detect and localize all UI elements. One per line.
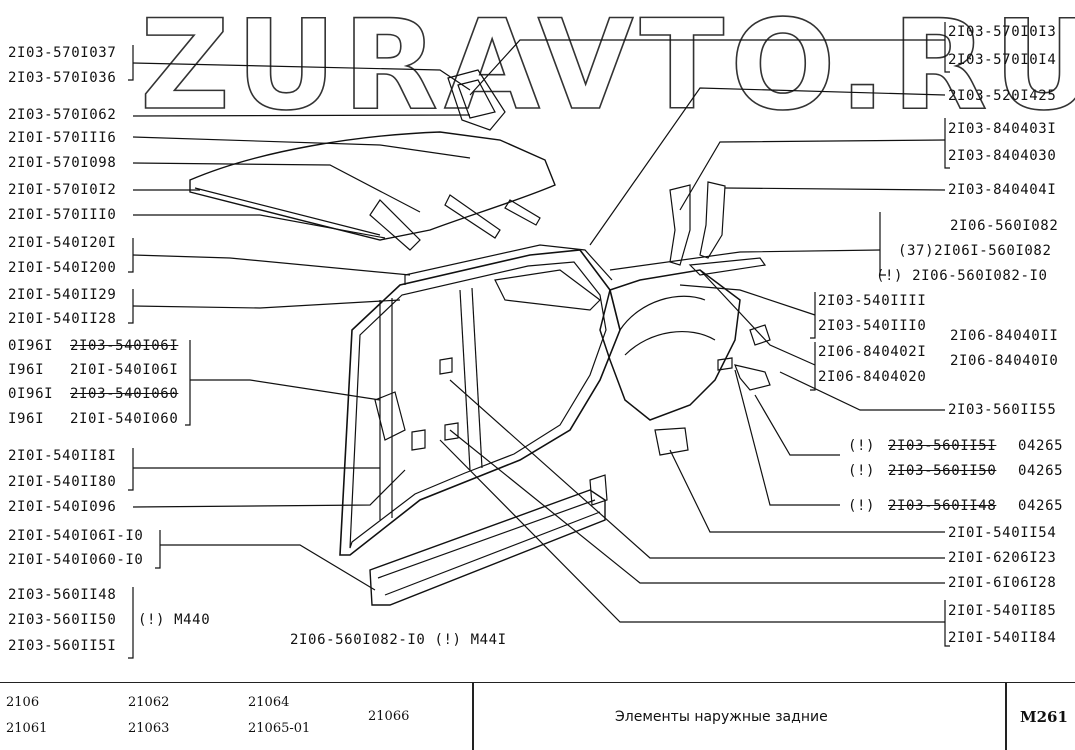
label-part-2101-6206123: 2I0I-6206I23 <box>948 550 1057 566</box>
label-prefix-row3: 0I96I <box>8 386 54 402</box>
footer-divider <box>1005 683 1007 750</box>
label-part-2101-5701116: 2I0I-570III6 <box>8 130 117 146</box>
watermark: ZURAVTO.RU <box>139 0 1075 138</box>
label-part-2101-5401060-10: 2I0I-540I060-I0 <box>8 552 144 568</box>
label-part-2103-5401110: 2I03-540III0 <box>818 318 927 334</box>
label-part-2103-8404031: 2I03-840403I <box>948 121 1057 137</box>
label-part-2101-5401185: 2I0I-540II85 <box>948 603 1057 619</box>
label-part-2103-5601155: 2I03-560II55 <box>948 402 1057 418</box>
label-part-2101-5401200: 2I0I-540I200 <box>8 260 117 276</box>
label-part-2103-8404030: 2I03-8404030 <box>948 148 1057 164</box>
footer-model: 21065-01 <box>248 721 311 736</box>
label-part-2106-5601082-10: (!) 2I06-560I082-I0 <box>876 268 1048 284</box>
label-part-2103-5401061: 2I03-540I06I <box>70 338 179 354</box>
label-part-2103-5701014: 2I03-570I0I4 <box>948 52 1057 68</box>
label-prefix-row1: 0I96I <box>8 338 54 354</box>
label-part-2101-5401181: 2I0I-540II8I <box>8 448 117 464</box>
footer-model: 21066 <box>368 709 410 724</box>
label-part-2103-5401060: 2I03-540I060 <box>70 386 179 402</box>
label-part-2103-5201425: 2I03-520I425 <box>948 88 1057 104</box>
label-suffix-r1: 04265 <box>1018 438 1064 454</box>
footer-model: 2106 <box>6 695 40 710</box>
label-part-2103-5601150: 2I03-560II50 <box>8 612 117 628</box>
label-part-2101-5401061: 2I0I-540I06I <box>70 362 179 378</box>
label-part-2101-6106128: 2I0I-6I06I28 <box>948 575 1057 591</box>
label-part-2101-5701012: 2I0I-570I0I2 <box>8 182 117 198</box>
label-part-2103-5701062: 2I03-570I062 <box>8 107 117 123</box>
label-part-2101-5401154: 2I0I-540II54 <box>948 525 1057 541</box>
label-part-2103-5601151: 2I03-560II5I <box>8 638 117 654</box>
label-part-2106-8404020: 2I06-8404020 <box>818 369 927 385</box>
label-part-2106-8404011: 2I06-84040II <box>950 328 1059 344</box>
label-part-2106-8404021: 2I06-840402I <box>818 344 927 360</box>
label-prefix-r3: (!) <box>848 498 876 514</box>
label-part-2101-5401096: 2I0I-540I096 <box>8 499 117 515</box>
label-prefix-r1: (!) <box>848 438 876 454</box>
label-part-2101-5401060: 2I0I-540I060 <box>70 411 179 427</box>
label-prefix-row4: I96I <box>8 411 45 427</box>
label-part-2101-5401184: 2I0I-540II84 <box>948 630 1057 646</box>
label-part-2101-5701098: 2I0I-570I098 <box>8 155 117 171</box>
label-part-2101-5401180: 2I0I-540II80 <box>8 474 117 490</box>
footer-title: Элементы наружные задние <box>615 709 828 725</box>
footer-model: 21064 <box>248 695 290 710</box>
label-part-2106-8404010: 2I06-84040I0 <box>950 353 1059 369</box>
label-part-2103-5701013: 2I03-570I0I3 <box>948 24 1057 40</box>
label-part-2101-5401128: 2I0I-540II28 <box>8 311 117 327</box>
label-part-2103-5601150-r: 2I03-560II50 <box>888 463 997 479</box>
label-suffix-r3: 04265 <box>1018 498 1064 514</box>
label-part-2103-8404041: 2I03-840404I <box>948 182 1057 198</box>
label-part-2103-5601148-r: 2I03-560II48 <box>888 498 997 514</box>
label-part-2103-5701036: 2I03-570I036 <box>8 70 117 86</box>
parts-diagram <box>128 22 950 659</box>
label-part-21061-5601082: (37)2I06I-560I082 <box>898 243 1052 259</box>
label-prefix-row2: I96I <box>8 362 45 378</box>
footer-model: 21063 <box>128 721 170 736</box>
label-part-2101-5701110: 2I0I-570III0 <box>8 207 117 223</box>
label-part-2101-5401201: 2I0I-540I20I <box>8 235 117 251</box>
footer-model: 21062 <box>128 695 170 710</box>
label-prefix-r2: (!) <box>848 463 876 479</box>
label-part-2101-5401061-10: 2I0I-540I06I-I0 <box>8 528 144 544</box>
label-part-2103-5601151-r: 2I03-560II5I <box>888 438 997 454</box>
footer-bar: 2106 21061 21062 21063 21064 21065-01 21… <box>0 682 1075 750</box>
label-bottom-note: 2I06-560I082-I0 (!) M44I <box>290 632 507 648</box>
label-note-m440: (!) M440 <box>138 612 211 628</box>
footer-page-code: M261 <box>1020 708 1068 726</box>
label-suffix-r2: 04265 <box>1018 463 1064 479</box>
label-part-2103-5601148: 2I03-560II48 <box>8 587 117 603</box>
label-part-2106-5601082: 2I06-560I082 <box>950 218 1059 234</box>
footer-divider <box>472 683 474 750</box>
footer-model: 21061 <box>6 721 48 736</box>
label-part-2103-5401111: 2I03-540IIII <box>818 293 927 309</box>
label-part-2101-5401129: 2I0I-540II29 <box>8 287 117 303</box>
label-part-2103-5701037: 2I03-570I037 <box>8 45 117 61</box>
